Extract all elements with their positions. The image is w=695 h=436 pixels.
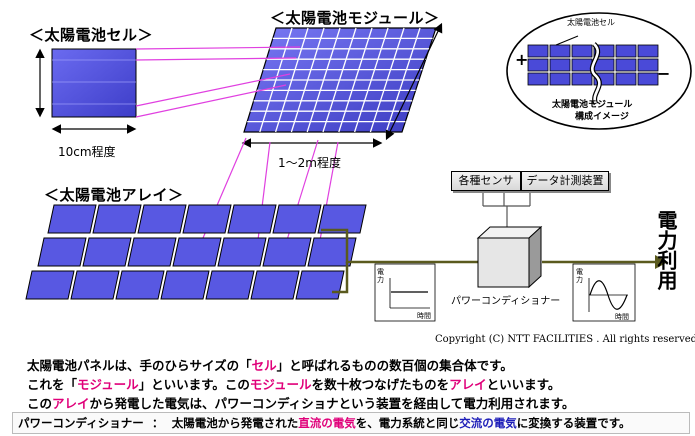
dc-graph-x-label: 時間: [417, 312, 431, 320]
array-panel: [295, 270, 345, 300]
ac-wave: [589, 280, 628, 310]
inset-cell: [637, 44, 659, 58]
solar-module: [243, 27, 437, 133]
definition-box: [12, 412, 690, 434]
caption-line-2: これを「モジュール」といいます。このモジュールを数十枚つなげたものをアレイといい…: [27, 377, 561, 392]
definition-term: パワーコンディショナー: [18, 416, 144, 430]
cell-title: ＜太陽電池セル＞: [29, 26, 154, 44]
ac-power-graph: [572, 263, 636, 322]
inset-cell: [637, 58, 659, 72]
solar-array: [25, 204, 367, 300]
array-panel: [160, 270, 210, 300]
inset-caption-line2: 構成イメージ: [575, 112, 629, 122]
module-depth-arrow: [385, 22, 443, 141]
array-panel: [227, 204, 277, 234]
inset-cell-label: 太陽電池セル: [567, 18, 615, 27]
inset-plus-sign: +: [515, 50, 529, 69]
inset-cell: [615, 44, 637, 58]
inset-cell: [527, 72, 549, 86]
array-panel: [250, 270, 300, 300]
array-panel: [137, 204, 187, 234]
ac-graph-x-label: 時間: [615, 313, 629, 321]
inset-cell: [549, 72, 571, 86]
array-wiring: [321, 228, 478, 294]
dc-graph-y-label: 電力: [377, 268, 384, 284]
array-panel: [317, 204, 367, 234]
power-conditioner-label: パワーコンディショナー: [451, 296, 561, 307]
power-usage-label: 電力利用: [654, 210, 678, 290]
array-panel: [82, 237, 132, 267]
inset-caption-line1: 太陽電池モジュール: [552, 100, 633, 110]
inset-cell: [571, 58, 593, 72]
caption-line-1: 太陽電池パネルは、手のひらサイズの「セル」と呼ばれるものの数百個の集合体です。: [27, 358, 513, 373]
power-conditioner-box: [476, 225, 543, 289]
caption-line-3: このアレイから発電した電気は、パワーコンディショナという装置を経由して電力利用さ…: [27, 396, 575, 411]
cell-to-module-links: [135, 46, 301, 118]
inset-cell: [571, 72, 593, 86]
array-panel: [127, 237, 177, 267]
inset-minus-sign: −: [657, 64, 671, 83]
array-panel: [115, 270, 165, 300]
cell-size-label: 10cm程度: [58, 145, 116, 159]
array-panel: [217, 237, 267, 267]
solar-cell: [51, 48, 137, 118]
module-inset: [506, 12, 692, 130]
array-panel: [262, 237, 312, 267]
array-panel: [272, 204, 322, 234]
inset-cell: [527, 44, 549, 58]
output-arrowhead: [655, 255, 668, 269]
dc-power-graph: [374, 263, 436, 322]
inset-cell: [527, 58, 549, 72]
module-title: ＜太陽電池モジュール＞: [270, 9, 440, 27]
inset-cell: [615, 72, 637, 86]
array-panel: [47, 204, 97, 234]
array-panel: [172, 237, 222, 267]
inset-cell: [549, 58, 571, 72]
array-title: ＜太陽電池アレイ＞: [44, 186, 184, 204]
array-panel: [25, 270, 75, 300]
array-panel: [37, 237, 87, 267]
definition-line: パワーコンディショナー：太陽電池から発電された直流の電気を、電力系統と同じ交流の…: [18, 416, 631, 430]
array-panel: [70, 270, 120, 300]
array-panel: [307, 237, 357, 267]
sensor-box: 各種センサ: [451, 171, 521, 191]
inset-cell: [571, 44, 593, 58]
inset-cell: [615, 58, 637, 72]
copyright-notice: Copyright (C) NTT FACILITIES . All right…: [435, 334, 695, 345]
array-panel: [205, 270, 255, 300]
inset-cell: [549, 44, 571, 58]
inset-cell: [637, 72, 659, 86]
module-size-label: 1～2m程度: [278, 156, 341, 170]
array-panel: [92, 204, 142, 234]
ac-graph-y-label: 電力: [576, 268, 583, 284]
array-panel: [182, 204, 232, 234]
data-meter-box: データ計測装置: [521, 171, 609, 191]
